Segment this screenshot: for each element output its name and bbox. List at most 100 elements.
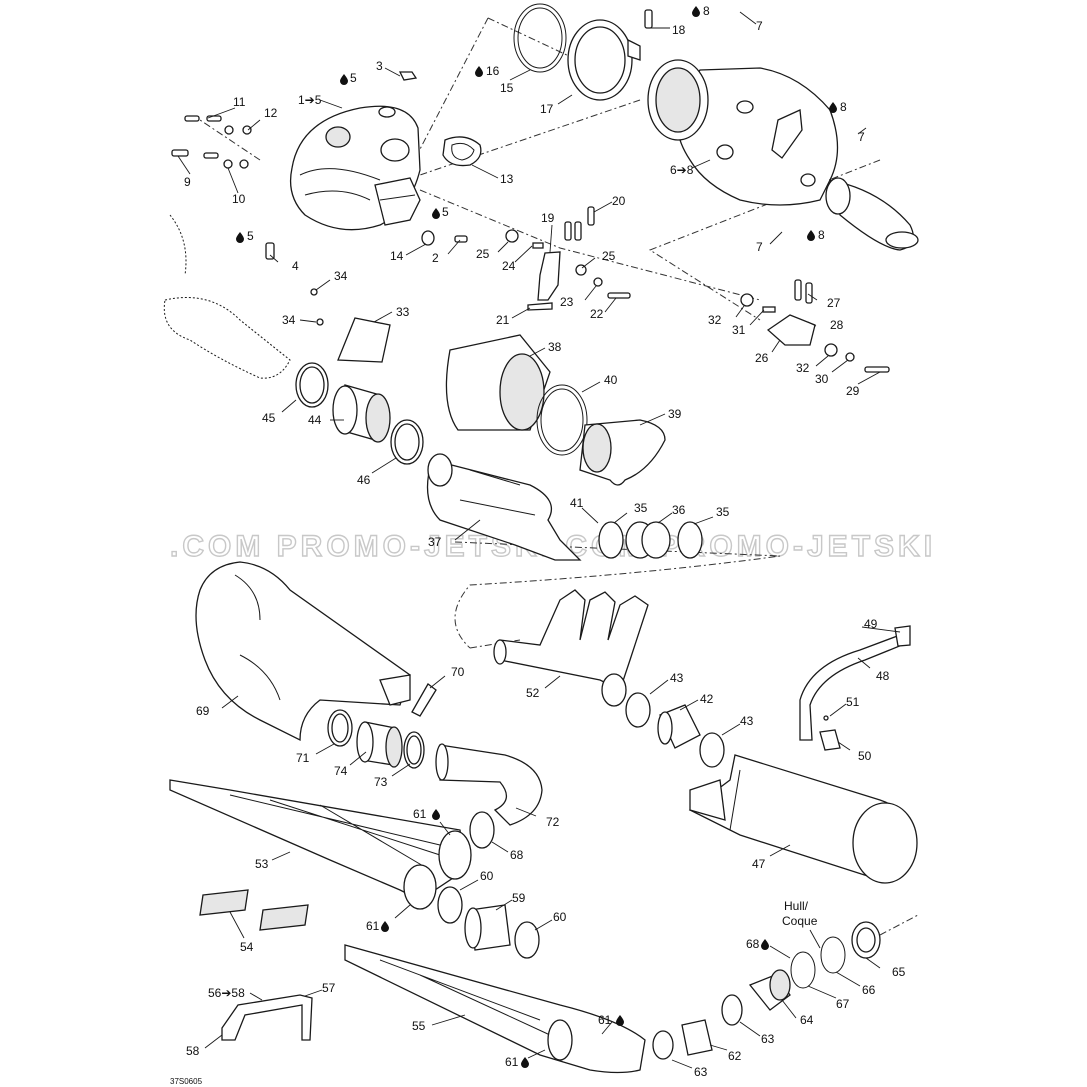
exhaust-pipe-69 [195, 561, 411, 742]
clamp-45 [295, 362, 329, 408]
drawing-code: 37S0605 [170, 1077, 203, 1086]
callout-23: 23 [560, 295, 574, 309]
resonator-37 [426, 453, 582, 561]
callout-24: 24 [502, 259, 516, 273]
clamp-71 [327, 709, 353, 747]
exhaust-manifold-52 [493, 589, 649, 707]
callout-12: 12 [264, 106, 278, 120]
callout-62: 62 [728, 1049, 742, 1063]
hose-62 [681, 1019, 713, 1056]
plug-and-fittings [265, 71, 468, 260]
callout-5c: 5 [442, 205, 449, 219]
clamp-60-a [437, 886, 463, 924]
callout-30: 30 [815, 372, 829, 386]
callout-71: 71 [296, 751, 310, 765]
callout-58: 58 [186, 1044, 200, 1058]
callout-43b: 43 [740, 714, 754, 728]
upper-outlet-pipe [825, 177, 919, 251]
callout-16: 16 [486, 64, 500, 78]
strap-48 [799, 625, 911, 751]
callout-35b: 35 [716, 505, 730, 519]
callout-26: 26 [755, 351, 769, 365]
callout-63b: 63 [761, 1032, 775, 1046]
callout-14: 14 [390, 249, 404, 263]
callout-19: 19 [541, 211, 555, 225]
callout-5b: 5 [247, 229, 254, 243]
callout-3: 3 [376, 59, 383, 73]
callout-9: 9 [184, 175, 191, 189]
callout-36: 36 [672, 503, 686, 517]
callout-31: 31 [732, 323, 746, 337]
callout-65: 65 [892, 965, 906, 979]
nut-65 [851, 921, 881, 959]
clamp-63-a [652, 1030, 674, 1060]
callout-5a: 5 [350, 71, 357, 85]
callout-25b: 25 [602, 249, 616, 263]
callout-15: 15 [500, 81, 514, 95]
callout-7a: 7 [756, 19, 763, 33]
callout-74: 74 [334, 764, 348, 778]
fitting-64 [748, 969, 791, 1011]
callout-27: 27 [827, 296, 841, 310]
o-ring-40 [536, 384, 588, 456]
callout-63a: 63 [694, 1065, 708, 1079]
plug-70 [411, 683, 437, 717]
callout-64: 64 [800, 1013, 814, 1027]
callout-17: 17 [540, 102, 554, 116]
drop-icon [616, 1015, 624, 1026]
callout-54: 54 [240, 940, 254, 954]
callout-2: 2 [432, 251, 439, 265]
drop-icon [692, 6, 700, 17]
bracket-56-58 [221, 994, 313, 1041]
drop-icon [432, 208, 440, 219]
upper-muffler [647, 59, 839, 206]
callout-60a: 60 [480, 869, 494, 883]
hull-note-line2: Coque [782, 914, 818, 928]
callout-69: 69 [196, 704, 210, 718]
callout-29: 29 [846, 384, 860, 398]
callout-53: 53 [255, 857, 269, 871]
callout-11: 11 [233, 95, 246, 109]
callout-61d: 61 [505, 1055, 519, 1069]
callout-32b: 32 [796, 361, 810, 375]
callout-59: 59 [512, 891, 526, 905]
gasket-67 [790, 951, 816, 989]
clamp-43-a [625, 692, 651, 728]
callout-66: 66 [862, 983, 876, 997]
drop-icon [521, 1057, 529, 1068]
gasket-66 [820, 936, 846, 974]
callout-10: 10 [232, 192, 246, 206]
callout-40: 40 [604, 373, 618, 387]
clamp-60-b [514, 921, 540, 959]
bolts-washers-9-12 [171, 115, 252, 169]
callout-51: 51 [846, 695, 860, 709]
callout-49: 49 [864, 617, 878, 631]
callout-38: 38 [548, 340, 562, 354]
drop-icon [236, 232, 244, 243]
callout-46: 46 [357, 473, 371, 487]
callout-55: 55 [412, 1019, 426, 1033]
callout-6-8: 6➔8 [670, 163, 694, 177]
drop-icon [829, 102, 837, 113]
callout-1-5: 1➔5 [298, 93, 322, 107]
callout-37: 37 [428, 535, 442, 549]
support-bracket-19-25 [505, 206, 631, 311]
sealant-drop-icons [236, 6, 837, 1068]
callout-68a: 68 [510, 848, 524, 862]
callout-61b: 61 [366, 919, 380, 933]
callout-70: 70 [451, 665, 465, 679]
heat-cover-38 [445, 334, 551, 431]
callout-61c: 61 [598, 1013, 612, 1027]
exhaust-pipe-72 [435, 743, 543, 826]
callout-47: 47 [752, 857, 766, 871]
callout-7b: 7 [858, 130, 865, 144]
drop-icon [432, 809, 440, 820]
callout-8b: 8 [840, 100, 847, 114]
callout-22: 22 [590, 307, 604, 321]
bolt-18 [644, 9, 653, 29]
callout-43a: 43 [670, 671, 684, 685]
callout-57: 57 [322, 981, 336, 995]
hull-note-line1: Hull/ [784, 899, 809, 913]
manifold-bracket [374, 177, 421, 226]
